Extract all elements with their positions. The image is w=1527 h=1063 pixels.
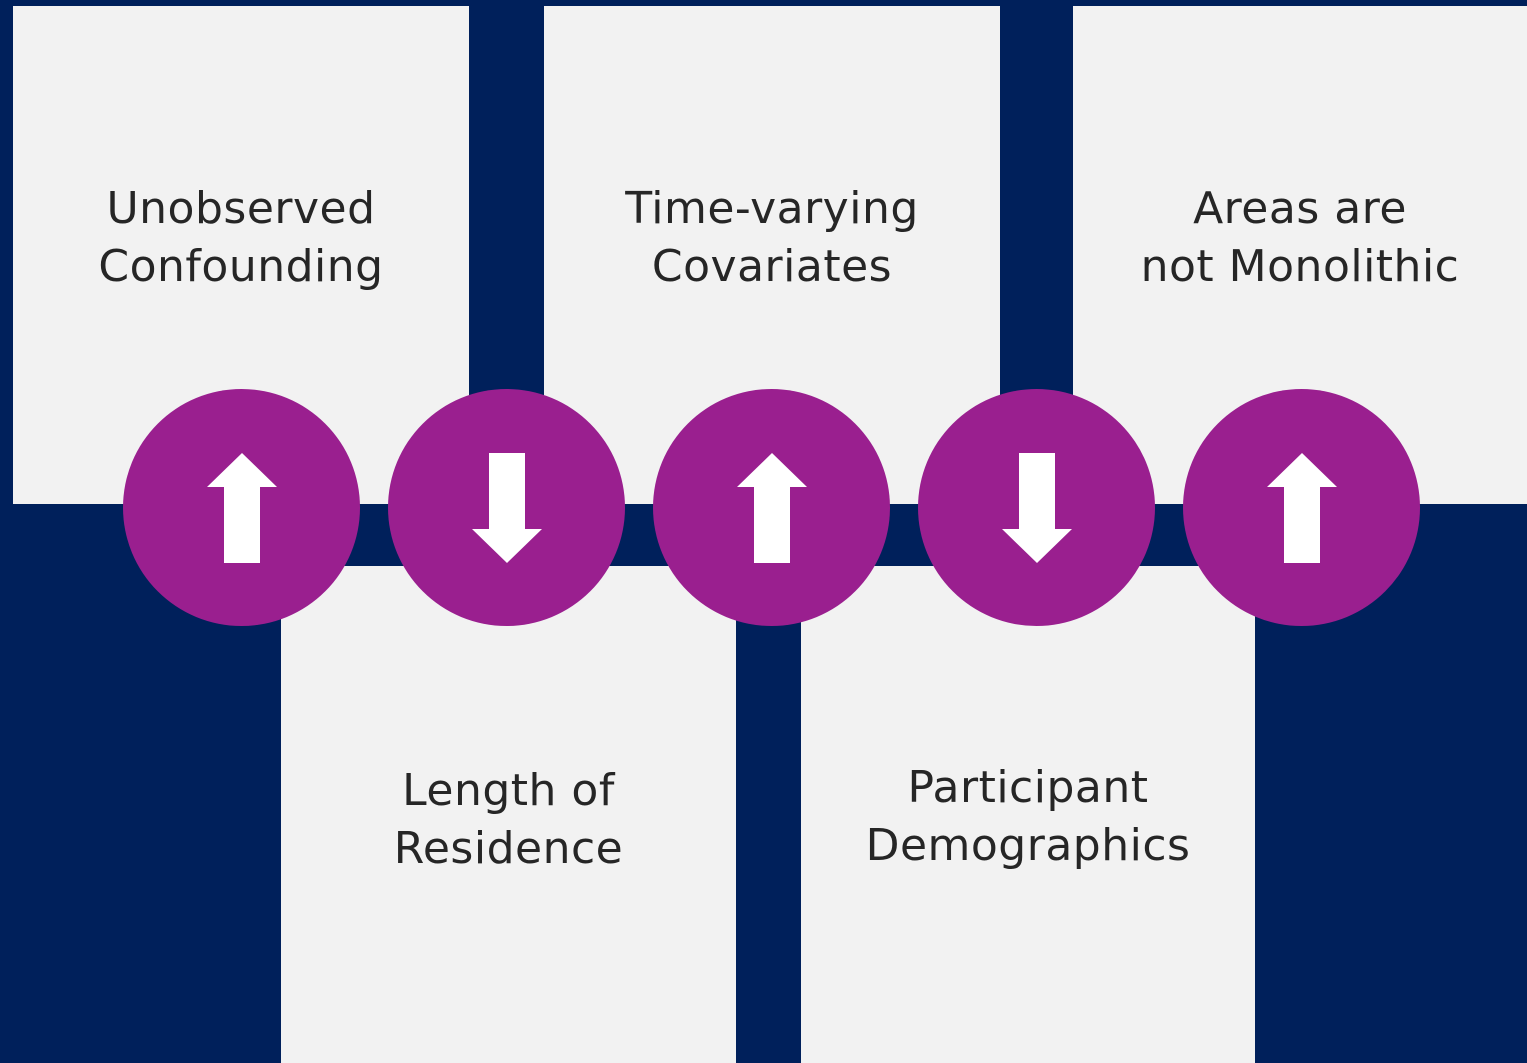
up-arrow-circle <box>1183 389 1420 626</box>
down-arrow-circle <box>388 389 625 626</box>
card-label: Areas are not Monolithic <box>1073 180 1527 296</box>
card-label: Unobserved Confounding <box>13 180 469 296</box>
card-participant-demographics: Participant Demographics <box>801 566 1255 1063</box>
card-label-line: Participant <box>907 762 1149 813</box>
card-label-line: Time-varying <box>625 183 919 234</box>
card-label-line: not Monolithic <box>1140 241 1460 292</box>
card-label-line: Areas are <box>1193 183 1407 234</box>
card-label: Length of Residence <box>281 762 736 878</box>
card-unobserved-confounding: Unobserved Confounding <box>13 6 469 504</box>
arrow-up-icon <box>1266 452 1337 563</box>
card-label-line: Confounding <box>98 241 384 292</box>
arrow-down-icon <box>471 452 542 563</box>
down-arrow-circle <box>918 389 1155 626</box>
card-label: Participant Demographics <box>801 759 1255 875</box>
arrow-down-icon <box>1001 452 1072 563</box>
card-label-line: Demographics <box>865 820 1191 871</box>
arrow-up-icon <box>206 452 277 563</box>
up-arrow-circle <box>123 389 360 626</box>
card-label: Time-varying Covariates <box>544 180 1000 296</box>
card-label-line: Unobserved <box>106 183 376 234</box>
card-label-line: Covariates <box>651 241 893 292</box>
card-length-of-residence: Length of Residence <box>281 566 736 1063</box>
arrow-up-icon <box>736 452 807 563</box>
card-label-line: Length of <box>402 765 615 816</box>
card-label-line: Residence <box>393 823 624 874</box>
up-arrow-circle <box>653 389 890 626</box>
